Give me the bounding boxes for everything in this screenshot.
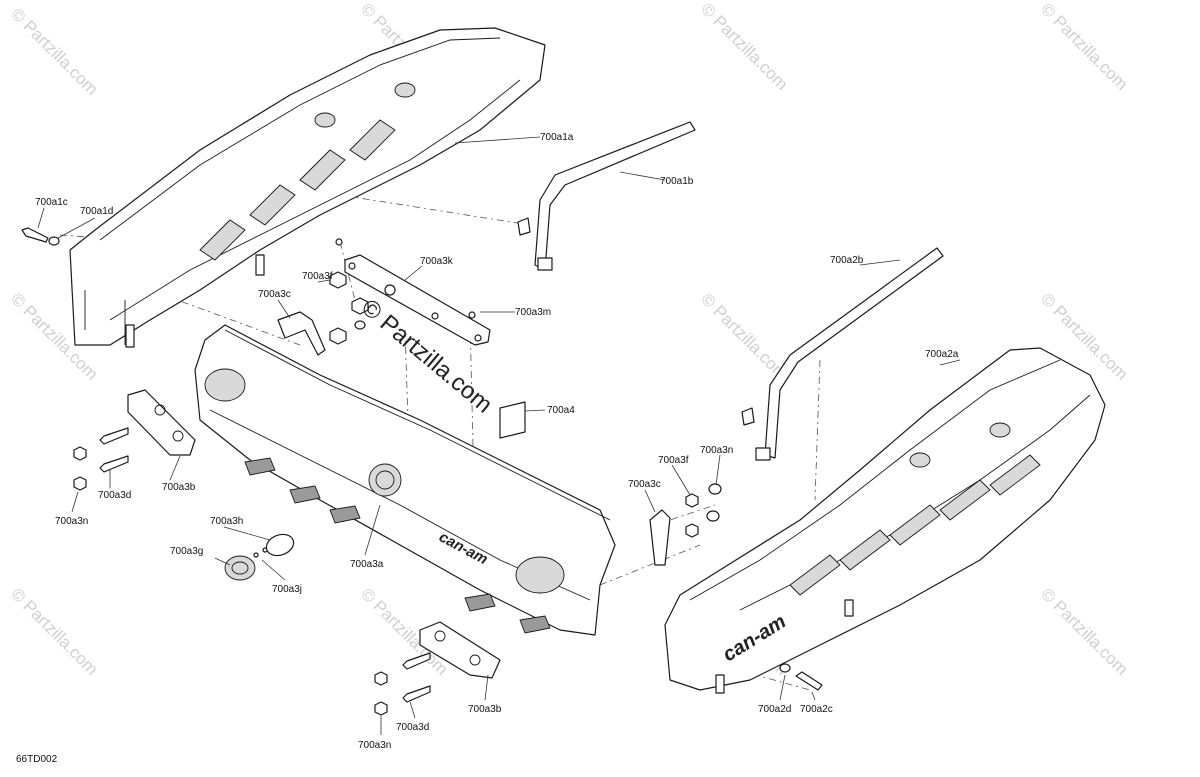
- callout-700a1d: 700a1d: [80, 206, 113, 217]
- callout-700a3c-left: 700a3c: [258, 289, 291, 300]
- watermark: © Partzilla.com: [1037, 0, 1131, 94]
- small-bracket-left: [277, 311, 326, 356]
- callout-700a2c: 700a2c: [800, 704, 833, 715]
- callout-700a3d-left: 700a3d: [98, 490, 131, 501]
- callout-700a3n-left: 700a3n: [55, 516, 88, 527]
- callout-700a3h: 700a3h: [210, 516, 243, 527]
- bottom-bolts: [374, 652, 431, 716]
- callout-700a3d-bottom: 700a3d: [396, 722, 429, 733]
- callout-700a1c: 700a1c: [35, 197, 68, 208]
- rear-bumper: can-am: [194, 324, 616, 636]
- nuts-left: [329, 271, 369, 345]
- watermark: © Partzilla.com: [7, 4, 101, 98]
- right-rod: [741, 247, 944, 461]
- callout-labels: 700a1a 700a1b 700a1c 700a1d 700a3k 700a3…: [35, 132, 959, 751]
- right-bracket: [649, 483, 722, 566]
- callout-700a3j: 700a3j: [272, 584, 302, 595]
- left-bolts: [73, 427, 129, 491]
- callout-700a3m: 700a3m: [515, 307, 551, 318]
- leader-lines: [37, 136, 961, 735]
- callout-700a3g: 700a3g: [170, 546, 203, 557]
- callout-700a3k: 700a3k: [420, 256, 454, 267]
- hinge-bracket-left: [127, 389, 196, 456]
- callout-700a2b: 700a2b: [830, 255, 864, 266]
- callout-700a3n-bottom: 700a3n: [358, 740, 391, 751]
- callout-700a3f-left: 700a3f: [302, 271, 333, 282]
- watermark: © Partzilla.com: [697, 289, 791, 383]
- left-panel-fasteners: [21, 227, 60, 246]
- bracket-plate: [335, 238, 491, 346]
- watermark: © Partzilla.com: [7, 584, 101, 678]
- callout-700a3b-left: 700a3b: [162, 482, 196, 493]
- callout-700a3c-right: 700a3c: [628, 479, 661, 490]
- callout-700a2d: 700a2d: [758, 704, 791, 715]
- callout-700a1a: 700a1a: [540, 132, 574, 143]
- watermark: © Partzilla.com: [1037, 584, 1131, 678]
- left-side-panel: [69, 27, 546, 348]
- callout-700a4: 700a4: [547, 405, 575, 416]
- hinge-bracket-bottom: [419, 621, 501, 679]
- watermark: © Partzilla.com: [697, 0, 791, 94]
- callout-700a3a: 700a3a: [350, 559, 384, 570]
- callout-700a3n-right: 700a3n: [700, 445, 733, 456]
- callout-700a3b-bottom: 700a3b: [468, 704, 502, 715]
- badge-assembly: [224, 533, 295, 581]
- upper-rod: [517, 121, 696, 271]
- callout-700a1b: 700a1b: [660, 176, 694, 187]
- right-side-panel: can-am: [664, 347, 1106, 694]
- reflector-label: [499, 401, 526, 439]
- diagram-code: 66TD002: [16, 754, 58, 765]
- callout-700a2a: 700a2a: [925, 349, 959, 360]
- right-panel-fasteners: [779, 663, 823, 691]
- callout-700a3f-right: 700a3f: [658, 455, 689, 466]
